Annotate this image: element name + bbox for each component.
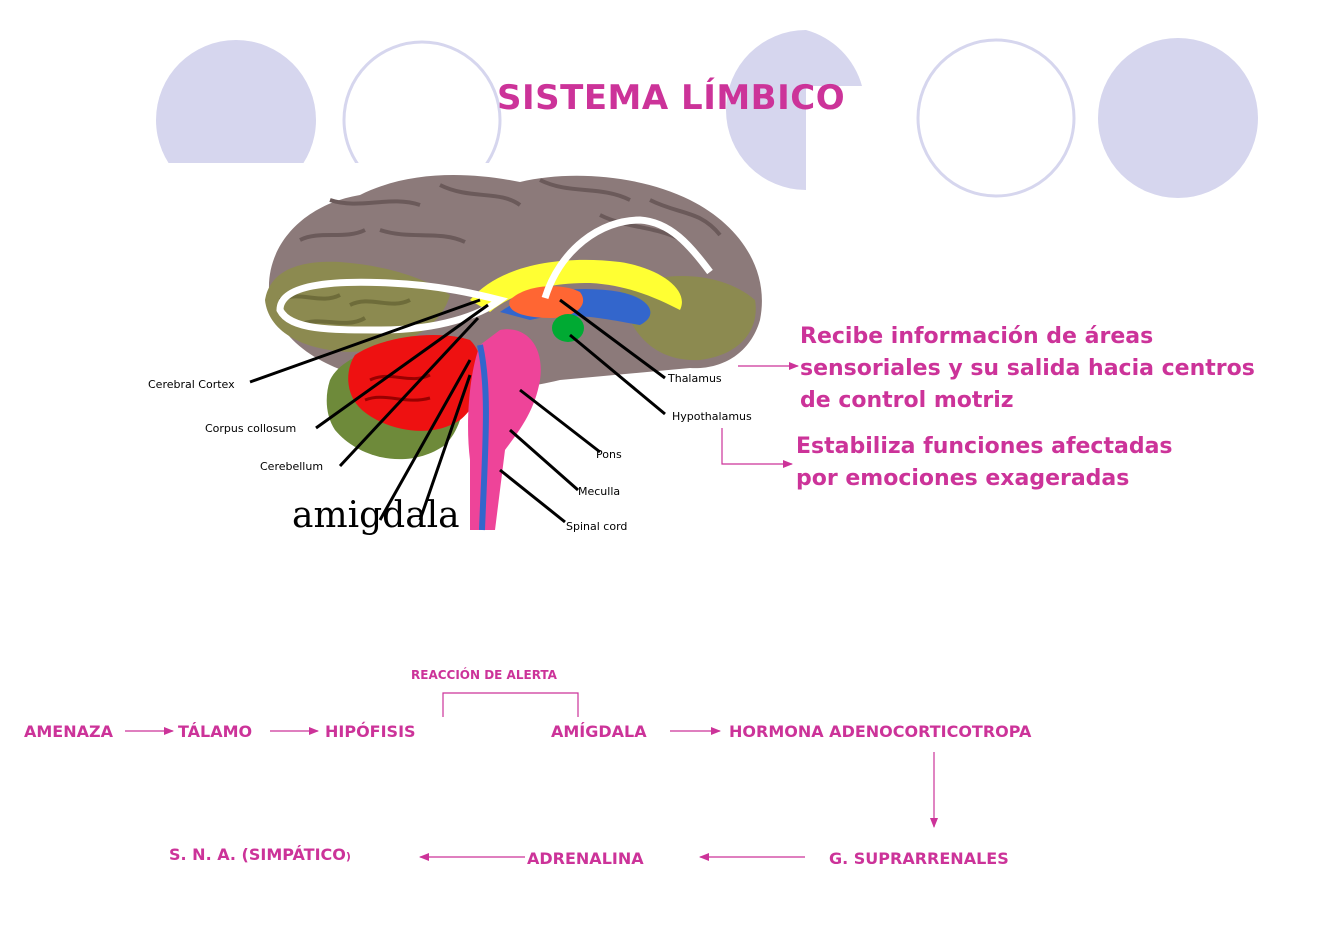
flow-hormona: HORMONA ADENOCORTICOTROPA <box>729 722 1032 741</box>
label-spinal-cord: Spinal cord <box>566 520 627 533</box>
label-amigdala: amigdala <box>292 495 460 536</box>
hypothalamus-line-2: por emociones exageradas <box>796 466 1130 491</box>
hypothalamus-line-1: Estabiliza funciones afectadas <box>796 434 1173 459</box>
thalamus-shape <box>509 286 584 318</box>
flow-sna-close: ) <box>345 850 351 863</box>
label-cerebral-cortex: Cerebral Cortex <box>148 378 235 391</box>
thalamus-line-3: de control motriz <box>800 388 1014 413</box>
thalamus-line-2: sensoriales y su salida hacia centros <box>800 356 1255 381</box>
label-pons: Pons <box>596 448 622 461</box>
flow-sna: S. N. A. (SIMPÁTICO) <box>169 845 351 864</box>
brain-illustration: Cerebral Cortex Corpus collosum Cerebell… <box>148 175 762 536</box>
flow-talamo: TÁLAMO <box>178 722 253 741</box>
page-title: SISTEMA LÍMBICO <box>497 78 846 118</box>
label-medulla: Meculla <box>578 485 620 498</box>
thalamus-line-1: Recibe información de áreas <box>800 324 1154 349</box>
flow-suprarrenales: G. SUPRARRENALES <box>829 849 1009 868</box>
flow-hipofisis: HIPÓFISIS <box>325 722 416 741</box>
circle-4 <box>916 38 1076 198</box>
label-cerebellum: Cerebellum <box>260 460 323 473</box>
circle-5 <box>1098 38 1258 198</box>
flow-adrenalina: ADRENALINA <box>527 849 644 868</box>
flow-amigdala: AMÍGDALA <box>551 722 647 741</box>
hypothalamus-shape <box>552 314 584 342</box>
corpus-callosum-shape <box>470 259 682 312</box>
thalamus-description: Recibe información de áreas sensoriales … <box>800 321 1255 417</box>
info-connectors <box>721 362 799 468</box>
white-pathway-2 <box>541 216 713 300</box>
circle-3 <box>726 30 806 190</box>
brainstem-shape <box>468 329 541 530</box>
circle-3b <box>806 30 862 86</box>
flow-reaccion: REACCIÓN DE ALERTA <box>411 668 557 682</box>
hypothalamus-description: Estabiliza funciones afectadas por emoci… <box>796 431 1173 495</box>
circle-1 <box>156 40 316 163</box>
label-thalamus: Thalamus <box>667 372 722 385</box>
circle-2 <box>342 40 502 163</box>
flow-sna-text: S. N. A. (SIMPÁTICO <box>169 845 346 864</box>
decorative-circles <box>156 30 1258 198</box>
flow-connectors <box>125 692 938 861</box>
label-hypothalamus: Hypothalamus <box>672 410 752 423</box>
red-region <box>348 335 483 431</box>
flow-amenaza: AMENAZA <box>24 722 113 741</box>
white-pathway-1 <box>276 278 508 334</box>
label-corpus-callosum: Corpus collosum <box>205 422 296 435</box>
